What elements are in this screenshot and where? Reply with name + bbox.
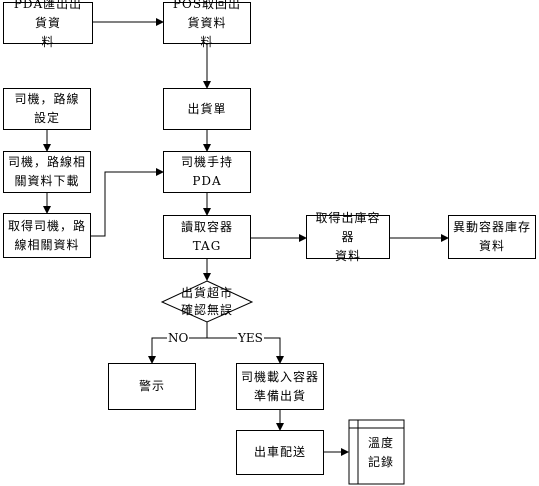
node-change-inventory-label: 異動容器庫存 資料 [453, 220, 532, 253]
node-pda-export: PDA匯出出貨資 料 [3, 0, 93, 49]
node-alarm-label: 警示 [138, 379, 165, 393]
node-driver-route-setup-label: 司機，路線 設定 [14, 92, 80, 125]
node-load-container-label: 司機載入容器 準備出貨 [241, 369, 320, 403]
node-load-container: 司機載入容器 準備出貨 [236, 363, 324, 410]
arrow-getroute-to-pda [91, 168, 164, 237]
node-dispatch-label: 出車配送 [253, 445, 306, 459]
node-get-driver-route: 取得司機，路 線相關資料 [3, 213, 91, 258]
arrow-decision-yes [207, 337, 284, 364]
temp-record-label: 溫度 記錄 [367, 436, 394, 469]
edge-label-yes: YES [237, 331, 264, 345]
decision-diamond [160, 280, 254, 323]
edge-label-no: NO [167, 331, 190, 345]
node-pos-fetch-label: POS取回出貨資料 料 [172, 0, 242, 49]
node-ship-order: 出貨單 [163, 88, 251, 130]
node-driver-route-setup: 司機，路線 設定 [3, 88, 91, 130]
node-driver-pda-label: 司機手持PDA [180, 155, 233, 188]
node-get-outbound-label: 取得出庫容器 資料 [315, 210, 381, 263]
node-ship-order-label: 出貨單 [187, 101, 227, 116]
node-driver-route-download: 司機，路線相 關資料下載 [3, 151, 91, 193]
node-pda-export-label: PDA匯出出貨資 料 [13, 0, 83, 49]
node-read-tag: 讀取容器TAG [163, 215, 251, 259]
node-dispatch: 出車配送 [236, 430, 324, 475]
node-get-driver-route-label: 取得司機，路 線相關資料 [8, 218, 87, 252]
decision-label: 出貨超市 確認無誤 [180, 286, 233, 317]
node-pos-fetch: POS取回出貨資料 料 [163, 0, 251, 49]
node-driver-pda: 司機手持PDA [163, 151, 251, 193]
node-alarm: 警示 [108, 363, 196, 410]
node-change-inventory: 異動容器庫存 資料 [448, 215, 536, 259]
node-get-outbound: 取得出庫容器 資料 [306, 211, 390, 263]
node-driver-route-download-label: 司機，路線相 關資料下載 [8, 155, 87, 188]
node-read-tag-label: 讀取容器TAG [180, 220, 233, 253]
